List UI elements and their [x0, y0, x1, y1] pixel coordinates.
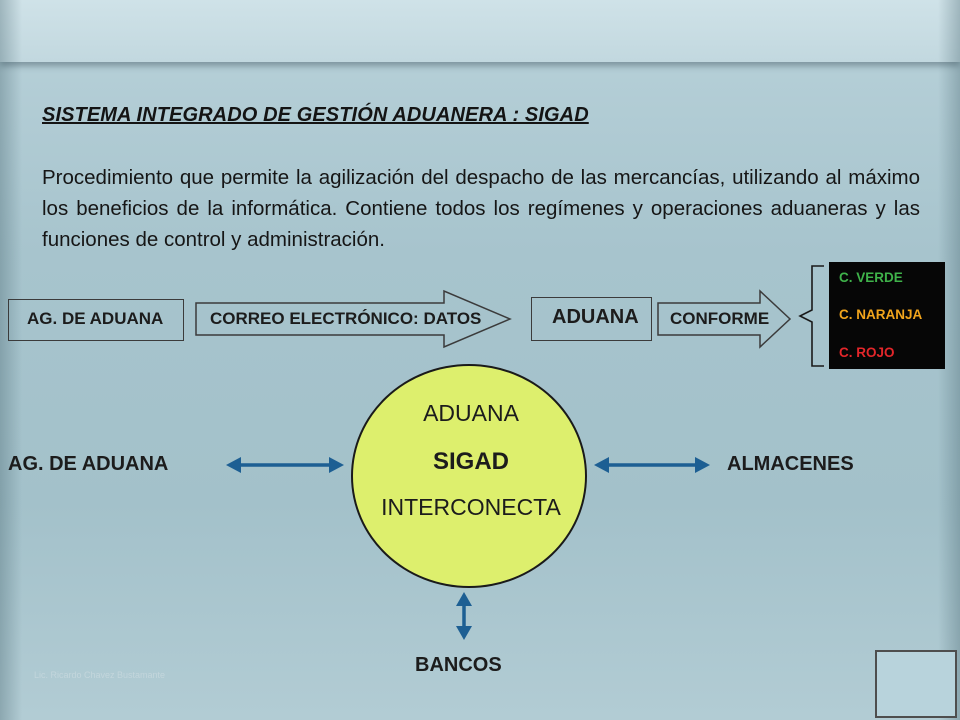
corner-decoration-box — [875, 650, 957, 718]
hub-bottom-label: BANCOS — [415, 654, 502, 676]
customs-box-label: ADUANA — [552, 306, 639, 328]
email-arrow — [195, 289, 512, 349]
channel-verde-label: C. VERDE — [839, 270, 903, 285]
slide-title: SISTEMA INTEGRADO DE GESTIÓN ADUANERA : … — [42, 104, 589, 126]
left-double-arrow — [226, 457, 344, 473]
hub-line-sigad: SIGAD — [432, 448, 509, 475]
channel-rojo-label: C. ROJO — [839, 345, 895, 360]
left-edge-shade — [0, 0, 22, 720]
sigad-hub-circle: ADUANA SIGAD INTERCONECTA — [351, 364, 587, 588]
title-band — [0, 0, 960, 62]
email-arrow-label: CORREO ELECTRÓNICO: DATOS — [210, 309, 482, 328]
hub-line-interconecta: INTERCONECTA — [381, 494, 561, 520]
hub-line-aduana: ADUANA — [423, 400, 519, 426]
footer-author: Lic. Ricardo Chavez Bustamante — [34, 670, 166, 680]
conforme-arrow — [657, 289, 792, 349]
right-double-arrow — [594, 457, 710, 473]
customs-box: ADUANA — [531, 297, 652, 341]
channel-naranja-label: C. NARANJA — [839, 307, 923, 322]
hub-left-label: AG. DE ADUANA — [8, 453, 169, 475]
channel-status-box: C. VERDE C. NARANJA C. ROJO — [829, 262, 945, 369]
hub-right-label: ALMACENES — [727, 453, 854, 475]
agent-box-label: AG. DE ADUANA — [27, 309, 164, 328]
bottom-double-arrow — [456, 592, 472, 640]
channel-bracket — [798, 265, 824, 367]
description-paragraph: Procedimiento que permite la agilización… — [42, 166, 920, 251]
conforme-arrow-label: CONFORME — [670, 309, 770, 328]
agent-box: AG. DE ADUANA — [8, 299, 184, 341]
right-edge-shade — [938, 0, 960, 720]
